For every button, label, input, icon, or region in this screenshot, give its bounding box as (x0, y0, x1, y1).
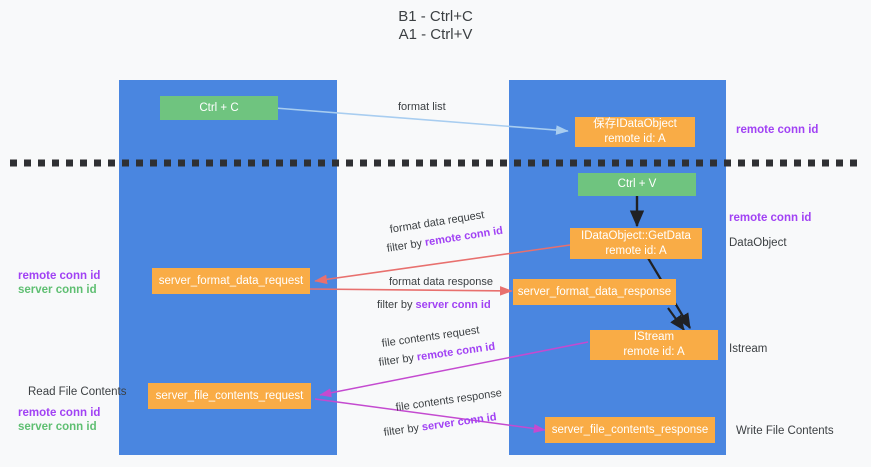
arrow-format-data-request (314, 244, 571, 285)
filter-key-server-conn-id: server conn id (415, 299, 491, 311)
left-label-read-file-contents: Read File Contents (28, 386, 127, 398)
node-server-file-contents-response[interactable]: server_file_contents_response (545, 417, 715, 443)
node-istream-line1: IStream (633, 331, 675, 344)
arrow-file-contents-response (314, 398, 546, 433)
node-idataobject[interactable]: 保存IDataObject remote id: A (575, 117, 695, 147)
right-label-dataobject: DataObject (729, 237, 787, 249)
node-idataobject-line1: 保存IDataObject (593, 118, 677, 131)
right-label-remote-conn-id-mid: remote conn id (729, 212, 812, 224)
node-server-file-contents-request[interactable]: server_file_contents_request (148, 383, 311, 409)
left-label-remote-conn-id-top: remote conn id (18, 270, 101, 282)
node-ctrl-v[interactable]: Ctrl + V (578, 173, 696, 196)
diagram-title-line2: A1 - Ctrl+V (398, 26, 473, 43)
filter-prefix: filter by (377, 299, 416, 311)
arrow-format-list (274, 107, 569, 135)
right-label-istream: Istream (729, 343, 768, 355)
node-server-format-data-request[interactable]: server_format_data_request (152, 268, 310, 294)
arrow-response-to-istream (667, 307, 685, 331)
node-getdata-line2: remote id: A (605, 244, 667, 257)
arrow-file-contents-request (319, 341, 589, 398)
node-ctrl-c[interactable]: Ctrl + C (160, 96, 278, 120)
edge-label-format-data-response-filter: filter by server conn id (377, 299, 491, 311)
diagram-title-line1: B1 - Ctrl+C (398, 8, 473, 25)
arrow-format-data-response (307, 286, 513, 296)
node-getdata-line1: IDataObject::GetData (581, 229, 691, 242)
node-istream-line2: remote id: A (623, 346, 685, 358)
left-label-server-conn-id-top: server conn id (18, 284, 97, 296)
node-idataobject-getdata[interactable]: IDataObject::GetData remote id: A (570, 228, 702, 259)
left-label-remote-conn-id-bottom: remote conn id (18, 407, 101, 419)
right-label-remote-conn-id-top: remote conn id (736, 124, 819, 136)
right-label-write-file-contents: Write File Contents (736, 425, 834, 437)
node-server-format-data-response[interactable]: server_format_data_response (513, 279, 676, 305)
node-istream[interactable]: IStream remote id: A (590, 330, 718, 360)
node-idataobject-line2: remote id: A (604, 133, 666, 145)
edge-label-format-data-response: format data response (389, 276, 493, 288)
left-label-server-conn-id-bottom: server conn id (18, 421, 97, 433)
edge-label-format-list: format list (398, 101, 446, 113)
